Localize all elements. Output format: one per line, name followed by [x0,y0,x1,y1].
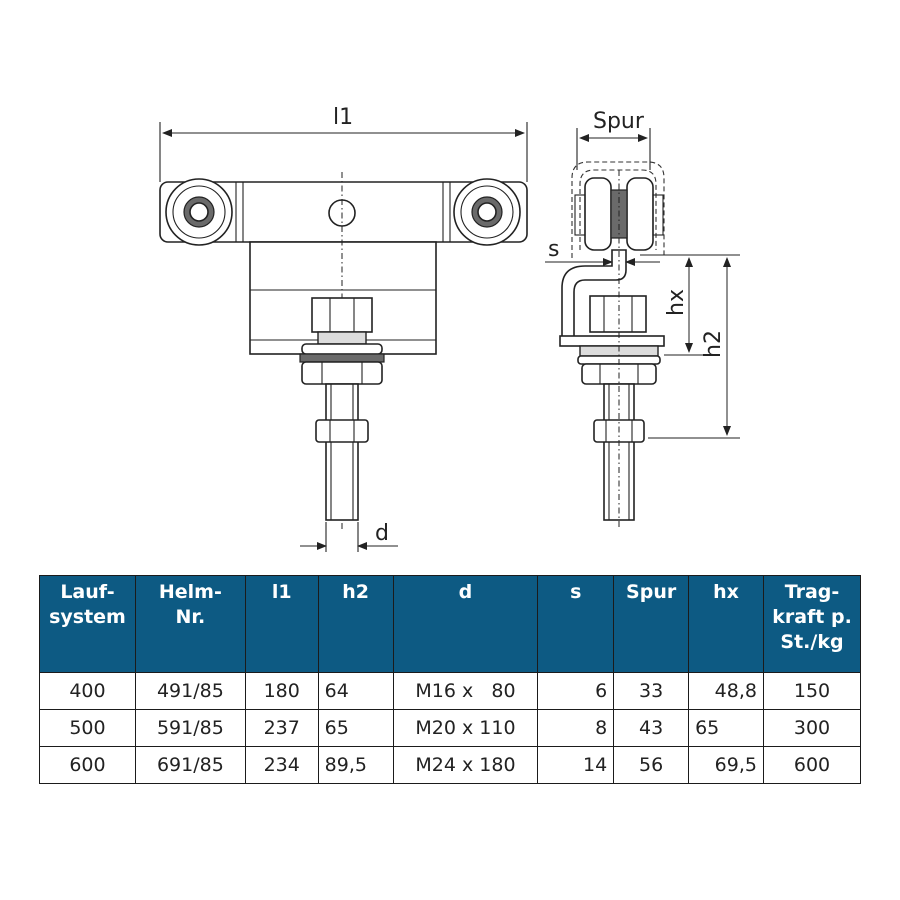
table-cell: 89,5 [317,746,394,784]
table-cell: 400 [39,672,136,710]
table-cell: 491/85 [134,672,246,710]
table-cell: 600 [762,746,862,784]
table-cell: 43 [613,709,690,747]
table-cell: 237 [244,709,319,747]
threaded-rod [325,383,359,521]
label-s: s [548,237,559,262]
table-cell: 14 [537,746,615,784]
table-row: 500 591/85 237 65 M20 x 110 8 43 65 300 [39,709,862,747]
table-cell: 500 [39,709,136,747]
table-cell: 234 [244,746,319,784]
col-header-s: s [537,575,615,673]
table-cell: 64 [317,672,394,710]
wheel-right [453,178,521,246]
label-hx: hx [664,289,689,316]
col-header-h2: h2 [317,575,394,673]
table-cell: 8 [537,709,615,747]
col-header-spur: Spur [613,575,690,673]
side-view: Spur s [545,109,740,530]
table-cell: 33 [613,672,690,710]
technical-drawing: l1 [159,105,740,552]
front-view: l1 [159,105,528,552]
col-header-d: d [392,575,539,673]
col-header-hx: hx [688,575,764,673]
label-d: d [375,521,389,546]
label-spur: Spur [593,109,645,134]
table-cell: 180 [244,672,319,710]
table-row: 600 691/85 234 89,5 M24 x 180 14 56 69,5… [39,746,862,784]
table-cell: 48,8 [688,672,764,710]
wheel-left [165,178,233,246]
label-h2: h2 [701,330,726,358]
table-cell: M24 x 180 [392,746,539,784]
hex-nut-middle [301,361,383,385]
table-cell: 56 [613,746,690,784]
col-header-helm-nr: Helm-Nr. [134,575,246,673]
spec-table: Lauf-system Helm-Nr. l1 h2 d s Spur hx T… [39,575,862,784]
table-cell: 691/85 [134,746,246,784]
hex-nut-lower [315,419,369,443]
table-cell: 591/85 [134,709,246,747]
table-header-row: Lauf-system Helm-Nr. l1 h2 d s Spur hx T… [39,575,862,673]
table-cell: M20 x 110 [392,709,539,747]
label-l1: l1 [333,105,353,130]
table-cell: 65 [317,709,394,747]
table-row: 400 491/85 180 64 M16 x 80 6 33 48,8 150 [39,672,862,710]
col-header-l1: l1 [244,575,319,673]
hex-nut-top [299,297,385,363]
col-header-tragkraft: Trag-kraft p.St./kg [762,575,862,673]
col-header-laufsystem: Lauf-system [39,575,136,673]
table-cell: 150 [762,672,862,710]
table-cell: 65 [688,709,764,747]
table-cell: M16 x 80 [392,672,539,710]
table-cell: 600 [39,746,136,784]
table-cell: 6 [537,672,615,710]
table-cell: 300 [762,709,862,747]
table-cell: 69,5 [688,746,764,784]
